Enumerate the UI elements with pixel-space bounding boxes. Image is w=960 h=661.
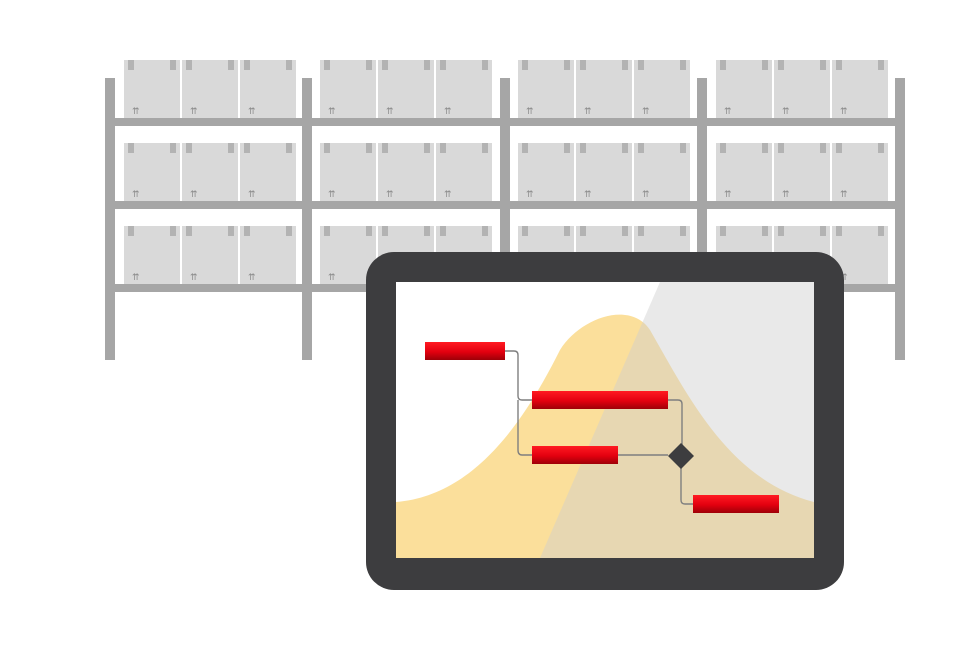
shelf-upright [895, 78, 905, 360]
box [518, 60, 574, 118]
screen-glare [540, 282, 814, 558]
shelf-beam [105, 201, 905, 209]
shelf-upright [697, 78, 707, 360]
box [240, 143, 296, 201]
box [124, 143, 180, 201]
box [634, 60, 690, 118]
box [518, 143, 574, 201]
box [634, 143, 690, 201]
box [436, 60, 492, 118]
box [240, 226, 296, 284]
shelf-beam [105, 118, 905, 126]
gantt-bar [693, 495, 779, 513]
box [182, 143, 238, 201]
gantt-connectors [505, 350, 693, 505]
gantt-bar [532, 391, 668, 409]
tablet-screen [396, 282, 814, 558]
box [576, 143, 632, 201]
box [716, 143, 772, 201]
box [320, 143, 376, 201]
box [436, 143, 492, 201]
box [124, 226, 180, 284]
box [320, 60, 376, 118]
box [774, 143, 830, 201]
box [182, 226, 238, 284]
gantt-bar [532, 446, 618, 464]
shelf-upright [105, 78, 115, 360]
box [832, 143, 888, 201]
box [378, 143, 434, 201]
gantt-bar [425, 342, 505, 360]
box [832, 60, 888, 118]
box [240, 60, 296, 118]
box [182, 60, 238, 118]
tablet [366, 252, 844, 590]
box [716, 60, 772, 118]
box [124, 60, 180, 118]
box [576, 60, 632, 118]
box [774, 60, 830, 118]
gantt-bars [425, 342, 779, 513]
shelf-upright [500, 78, 510, 360]
milestone-diamond-icon [668, 443, 694, 469]
box [378, 60, 434, 118]
shelf-upright [302, 78, 312, 360]
